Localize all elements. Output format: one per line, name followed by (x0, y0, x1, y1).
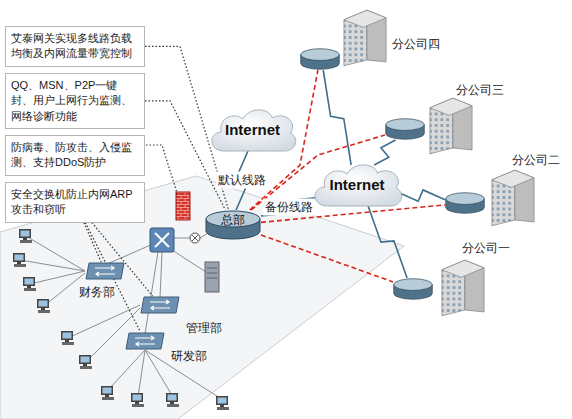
lan-cable (174, 238, 190, 239)
leader-line (85, 223, 140, 332)
server-icon (205, 262, 219, 292)
server-icon (207, 268, 217, 278)
leader-line (145, 101, 225, 210)
computer-icon (216, 396, 229, 410)
link-symbol (192, 235, 199, 242)
branch-router: 分公司二 (445, 192, 485, 214)
core-switch (150, 228, 174, 252)
leader-line (84, 223, 101, 262)
wan-link (396, 190, 445, 201)
node-label: 研发部 (171, 348, 207, 365)
lan-cable (20, 260, 85, 271)
server-icon (205, 262, 219, 292)
lan-cable (44, 273, 85, 306)
node-text: 总部 (205, 210, 261, 229)
lan-cable (172, 250, 206, 272)
switch-icon (150, 300, 170, 310)
computer-icon (101, 386, 114, 400)
line-label: 备份线路 (263, 198, 315, 215)
node-text: Internet (308, 160, 406, 210)
branch-router: 分公司一 (393, 278, 433, 300)
office-building (492, 170, 534, 226)
computer-icon (61, 331, 74, 345)
lan-cable (145, 350, 173, 397)
lan-cable (138, 350, 145, 397)
computer-icon (19, 229, 32, 243)
internet-cloud: Internet (205, 105, 300, 155)
callout-box: 防病毒、防攻击、入侵监测、支持DDoS防护 (5, 135, 145, 176)
wan-link (261, 198, 318, 216)
node-text: 安全交换机防止内网ARP攻击和窃听 (11, 187, 139, 218)
node-text: QQ、MSN、P2P一键封、用户上网行为监测、网络诊断功能 (11, 78, 139, 124)
router-icon (386, 119, 425, 131)
firewall-icon (176, 192, 190, 220)
switch-icon (85, 262, 125, 280)
node-label: 财务部 (79, 284, 115, 301)
department-switch: 研发部 (125, 332, 165, 350)
switch-icon (86, 263, 124, 279)
router-icon (394, 279, 433, 291)
router-icon (446, 193, 485, 205)
node-label: 分公司四 (392, 36, 440, 53)
lan-cable (20, 232, 223, 400)
internet-cloud: Internet (308, 160, 406, 210)
node-text: 防病毒、防攻击、入侵监测、支持DDoS防护 (11, 140, 139, 171)
computer-icon (23, 277, 36, 291)
vpn-line (261, 235, 393, 282)
node-label: 管理部 (186, 320, 222, 337)
router-icon (300, 48, 340, 70)
wan-link (323, 70, 351, 165)
switch-icon (135, 336, 155, 346)
department-switch: 管理部 (140, 296, 180, 314)
router-icon (301, 49, 340, 61)
switch-icon (125, 332, 165, 350)
lan-cable (160, 252, 162, 298)
computer-icon (79, 355, 92, 369)
line-label: 默认线路 (216, 172, 268, 189)
computer-icon (131, 393, 144, 407)
floor-plate (0, 176, 404, 419)
office-building (344, 10, 386, 66)
department-switch: 财务部 (85, 262, 125, 280)
link-symbol (190, 233, 200, 243)
node-label: 分公司三 (456, 82, 504, 99)
callout-box: QQ、MSN、P2P一键封、用户上网行为监测、网络诊断功能 (5, 73, 145, 129)
office-building (442, 260, 484, 316)
leader-line (146, 145, 178, 196)
computer-icon (13, 253, 26, 267)
callout-box: 安全交换机防止内网ARP攻击和窃听 (5, 182, 145, 223)
link-symbol (190, 233, 200, 243)
wan-link (374, 140, 395, 165)
branch-router: 分公司四 (300, 48, 340, 70)
core-switch (150, 228, 174, 252)
hq-router: 总部 (205, 210, 261, 240)
switch-icon (140, 296, 180, 314)
office-building (344, 10, 534, 316)
router-icon (393, 278, 433, 300)
router-icon (385, 118, 425, 140)
computer-icon (166, 393, 179, 407)
lan-cable (30, 271, 85, 284)
leader-line (92, 223, 153, 296)
switch-icon (126, 333, 164, 349)
node-text: Internet (205, 105, 300, 155)
switch-icon (95, 266, 115, 276)
node-text: 艾泰网关实现多线路负载均衡及内网流量带宽控制 (11, 31, 139, 62)
callout-box: 艾泰网关实现多线路负载均衡及内网流量带宽控制 (5, 26, 145, 67)
node-label: 分公司一 (462, 240, 510, 257)
core-switch (155, 233, 169, 247)
node-label: 分公司二 (512, 152, 560, 169)
switch-icon (141, 297, 179, 313)
computer-icon (13, 229, 229, 410)
lan-cable (145, 252, 158, 334)
computer-icon (37, 299, 50, 313)
branch-router: 分公司三 (385, 118, 425, 140)
office-building (430, 98, 472, 154)
wan-link (368, 205, 407, 278)
router-icon (445, 192, 485, 214)
